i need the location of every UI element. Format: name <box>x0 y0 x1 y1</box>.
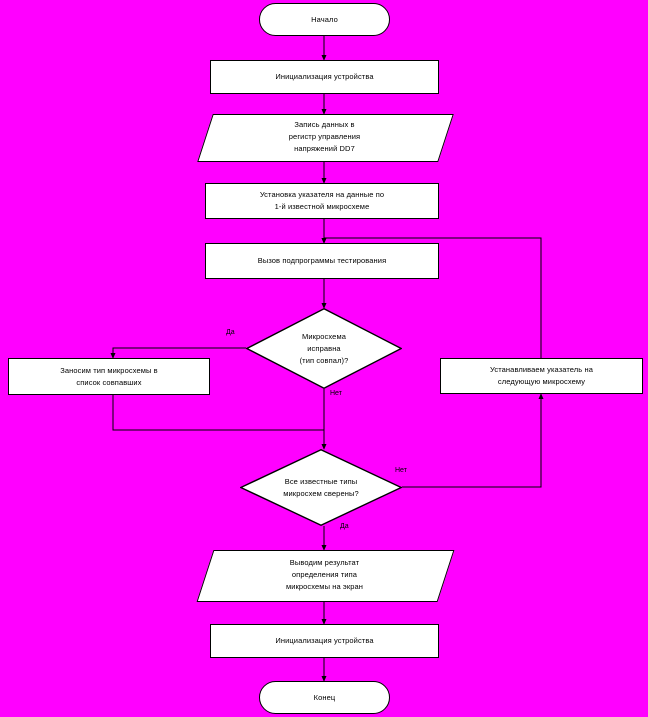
process-call-test-subroutine[interactable]: Вызов подпрограммы тестирования <box>205 243 439 279</box>
connector-decision2-no-to-nextpointer <box>402 393 544 488</box>
process-init-device-top[interactable]: Инициализация устройства <box>210 60 439 94</box>
process-set-pointer-next-chip[interactable]: Устанавливаем указатель на следующую мик… <box>440 358 643 394</box>
process-init-device-top-label: Инициализация устройства <box>275 72 374 81</box>
end-node[interactable]: Конец <box>259 681 390 714</box>
decision-diamond-shape <box>246 308 402 389</box>
process-init-device-bottom[interactable]: Инициализация устройства <box>210 624 439 658</box>
decision-chip-ok-text: Микросхема исправна (тип совпал)? <box>299 331 349 365</box>
connector-nextpointer-to-calltest <box>321 237 542 358</box>
io-write-voltage-register[interactable]: Запись данных в регистр управления напря… <box>197 114 454 162</box>
start-node[interactable]: Начало <box>259 3 390 36</box>
connector-addlist-to-decision2 <box>112 395 324 431</box>
edge-label-no-all-checked: Нет <box>395 467 407 474</box>
edge-label-yes-all-checked: Да <box>340 523 349 530</box>
decision-all-types-checked[interactable]: Все известные типы микросхем сверены? <box>240 449 402 526</box>
edge-label-no-chip-ok: Нет <box>330 390 342 397</box>
decision-all-types-checked-text: Все известные типы микросхем сверены? <box>283 476 359 498</box>
process-set-pointer-first-chip[interactable]: Установка указателя на данные по 1-й изв… <box>205 183 439 219</box>
start-node-label: Начало <box>311 14 338 24</box>
edge-label-yes-chip-ok: Да <box>226 329 235 336</box>
connector-decision1-yes-to-addlist <box>110 347 246 359</box>
decision-diamond-shape-2 <box>240 449 402 526</box>
io-print-result-to-screen[interactable]: Выводим результат определения типа микро… <box>196 550 455 602</box>
decision-chip-ok[interactable]: Микросхема исправна (тип совпал)? <box>246 308 402 389</box>
process-add-type-to-matched-list[interactable]: Заносим тип микросхемы в список совпавши… <box>8 358 210 395</box>
io-print-result-text: Выводим результат определения типа микро… <box>285 558 364 591</box>
io-write-voltage-register-text: Запись данных в регистр управления напря… <box>288 120 361 153</box>
